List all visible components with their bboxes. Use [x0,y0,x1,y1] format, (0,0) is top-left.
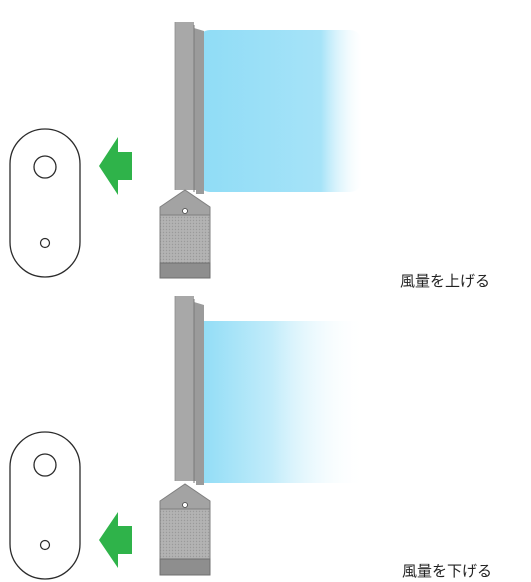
caption-decrease-airflow: 風量を下げる [402,562,493,580]
arrow-left-icon [99,512,132,568]
panel-decrease-airflow: 風量を下げる [0,291,531,582]
fan-tower-icon [159,296,211,576]
remote-power-button-icon [33,155,57,179]
panel-increase-airflow: 風量を上げる [9,22,491,290]
remote-control-icon [9,431,81,580]
airflow-weak-icon [198,321,362,483]
caption-increase-airflow: 風量を上げる [400,272,491,290]
remote-control-icon [9,128,81,278]
remote-power-button-icon [33,453,57,477]
arrow-left-icon [99,137,132,195]
airflow-strong-icon [198,30,362,192]
decrease-airflow-diagram [9,296,362,580]
remote-small-button-icon [39,237,51,249]
fan-tower-icon [159,22,211,279]
increase-airflow-diagram [9,22,362,279]
remote-small-button-icon [39,539,51,551]
